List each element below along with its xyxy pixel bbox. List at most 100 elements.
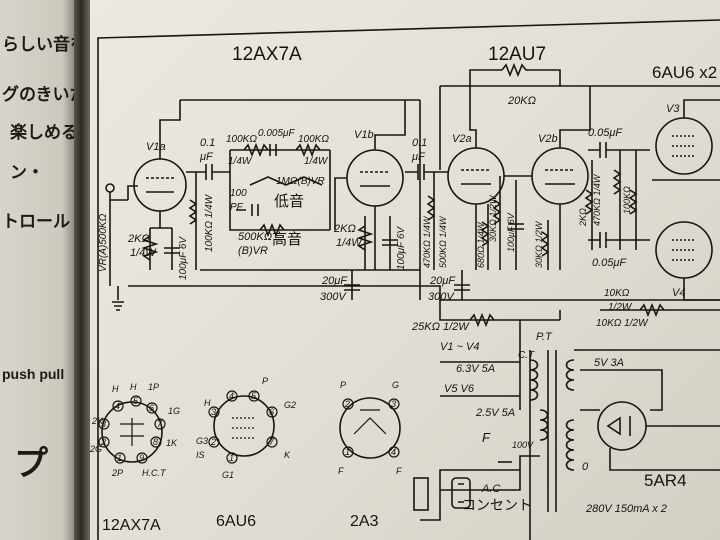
- pinnum-2a3-1: 1: [345, 447, 350, 457]
- label-vr1: VR(A)500KΩ: [98, 213, 109, 272]
- left-text-line-3: 楽しめる: [10, 123, 78, 143]
- pinnum-2a3-4: 4: [391, 447, 396, 457]
- label-v3: V3: [666, 103, 680, 115]
- pinnum-12ax7a-2: 2: [100, 437, 106, 447]
- label-c100-unit: PF: [230, 202, 244, 213]
- label-r2k-c: 2KΩ: [578, 208, 588, 227]
- base-name-2a3: 2A3: [350, 513, 379, 530]
- pin-12ax7a-2k: 2K: [91, 416, 104, 426]
- left-text-line-5: トロール: [2, 212, 70, 232]
- pin-12ax7a-h2: H: [130, 382, 137, 392]
- pinnum-6au6-4: 4: [229, 391, 234, 401]
- pin-6au6-is: IS: [196, 450, 205, 460]
- label-v1b: V1b: [354, 129, 374, 141]
- label-r2k-b: 2KΩ: [333, 223, 356, 235]
- label-c20-b: 20μF: [429, 275, 456, 287]
- label-power-transformer: P.T: [536, 331, 553, 343]
- label-v1a: V1a: [146, 141, 166, 153]
- label-r2k-a: 2KΩ: [127, 233, 150, 245]
- pinnum-12ax7a-9: 9: [139, 453, 144, 463]
- label-r100k-b: 100KΩ: [298, 134, 329, 145]
- pin-12ax7a-2g: 2G: [89, 444, 102, 454]
- pinnum-2a3-2: 2: [344, 399, 350, 409]
- left-text-big-char: プ: [14, 444, 48, 484]
- label-r10k-b: 10KΩ 1/2W: [596, 318, 649, 329]
- pinnum-2a3-3: 3: [391, 399, 396, 409]
- label-outlet: コンセント: [462, 498, 532, 514]
- label-2v5-5a: 2.5V 5A: [475, 407, 515, 419]
- pin-6au6-k: K: [284, 450, 291, 460]
- pin-2a3-g: G: [392, 380, 399, 390]
- label-r25k: 25KΩ 1/2W: [411, 321, 470, 333]
- label-c01-b-unit: μF: [411, 151, 426, 163]
- label-v2a: V2a: [452, 133, 472, 145]
- left-page: らしい音を グのきいた 楽しめる ン・ トロール push pull プ: [0, 0, 87, 540]
- pinnum-6au6-6: 6: [269, 407, 274, 417]
- base-name-6au6: 6AU6: [216, 513, 256, 530]
- pin-6au6-g1: G1: [222, 470, 234, 480]
- pinnum-6au6-2: 2: [210, 437, 216, 447]
- pinnum-12ax7a-1: 1: [117, 453, 122, 463]
- label-r100k-b-w: 1/4W: [304, 156, 329, 167]
- label-v1-v4: V1 ~ V4: [440, 341, 479, 353]
- label-fuse: F: [482, 430, 491, 445]
- pinnum-12ax7a-5: 5: [133, 396, 139, 406]
- base-name-12ax7a: 12AX7A: [102, 517, 161, 534]
- pin-6au6-p: P: [262, 376, 268, 386]
- label-c01-a: 0.1: [200, 137, 215, 149]
- pinnum-12ax7a-7: 7: [157, 419, 163, 429]
- label-c100: 100: [230, 188, 247, 199]
- label-r10k-a: 10KΩ: [604, 288, 630, 299]
- label-c005-b: 0.05μF: [592, 257, 627, 269]
- label-6v3-5a: 6.3V 5A: [456, 363, 495, 375]
- label-c005-a: 0.05μF: [588, 127, 623, 139]
- pin-6au6-g2: G2: [284, 400, 296, 410]
- pinnum-6au6-7: 7: [269, 437, 275, 447]
- label-center-tap: C.T: [518, 350, 535, 361]
- label-low-tone: 低音: [274, 192, 304, 210]
- label-r100k-c: 100KΩ: [622, 186, 632, 214]
- label-5ar4: 5AR4: [644, 471, 687, 490]
- pinnum-12ax7a-8: 8: [153, 437, 158, 447]
- label-c20-b-v: 300V: [428, 291, 455, 303]
- label-r30k-b: 30KΩ 1/2W: [534, 220, 544, 268]
- pin-2a3-f2: F: [396, 466, 402, 476]
- label-high-tone: 高音: [272, 230, 302, 248]
- pinnum-12ax7a-4: 4: [115, 401, 120, 411]
- label-ac: A.C: [481, 483, 500, 495]
- pin-6au6-h: H: [204, 398, 211, 408]
- pinnum-12ax7a-6: 6: [149, 403, 154, 413]
- tube-header-12au7: 12AU7: [488, 44, 546, 65]
- label-100v: 100V: [512, 440, 534, 450]
- label-r30k: 30KΩ 1/2W: [488, 194, 498, 242]
- pin-12ax7a-1p: 1P: [148, 382, 159, 392]
- pin-12ax7a-1k: 1K: [166, 438, 178, 448]
- pinnum-6au6-3: 3: [211, 407, 216, 417]
- label-c20-a-v: 300V: [320, 291, 347, 303]
- label-c1006v-b: 100μF 6V: [396, 226, 407, 270]
- tube-header-12ax7a: 12AX7A: [232, 44, 302, 65]
- pin-12ax7a-hct: H.C.T: [142, 468, 167, 478]
- label-r470k: 470KΩ 1/4W: [422, 215, 432, 268]
- label-c01-a-unit: μF: [199, 151, 214, 163]
- label-zero: 0: [582, 461, 589, 473]
- label-5v-3a: 5V 3A: [594, 357, 624, 369]
- label-r2k-a-w: 1/4W: [130, 247, 157, 259]
- label-v2b: V2b: [538, 133, 558, 145]
- label-c01-b: 0.1: [412, 137, 427, 149]
- left-text-line-2: グのきいた: [2, 85, 87, 105]
- left-text-line-1: らしい音を: [2, 35, 87, 55]
- label-v5-v6: V5 V6: [444, 383, 475, 395]
- label-c20-a: 20μF: [321, 275, 348, 287]
- pinnum-6au6-5: 5: [251, 391, 257, 401]
- label-c1006v-a: 100μF 6V: [178, 236, 189, 280]
- left-text-line-4: ン・: [10, 163, 44, 183]
- pinnum-12ax7a-3: 3: [101, 419, 106, 429]
- pinnum-6au6-1: 1: [229, 453, 234, 463]
- pin-2a3-p: P: [340, 380, 346, 390]
- label-280v: 280V 150mA x 2: [585, 503, 667, 515]
- tube-header-6au6: 6AU6 x2: [652, 63, 717, 82]
- book-gutter: [74, 0, 90, 540]
- left-text-push-pull: push pull: [2, 366, 65, 382]
- label-r100k-a: 100KΩ: [226, 134, 257, 145]
